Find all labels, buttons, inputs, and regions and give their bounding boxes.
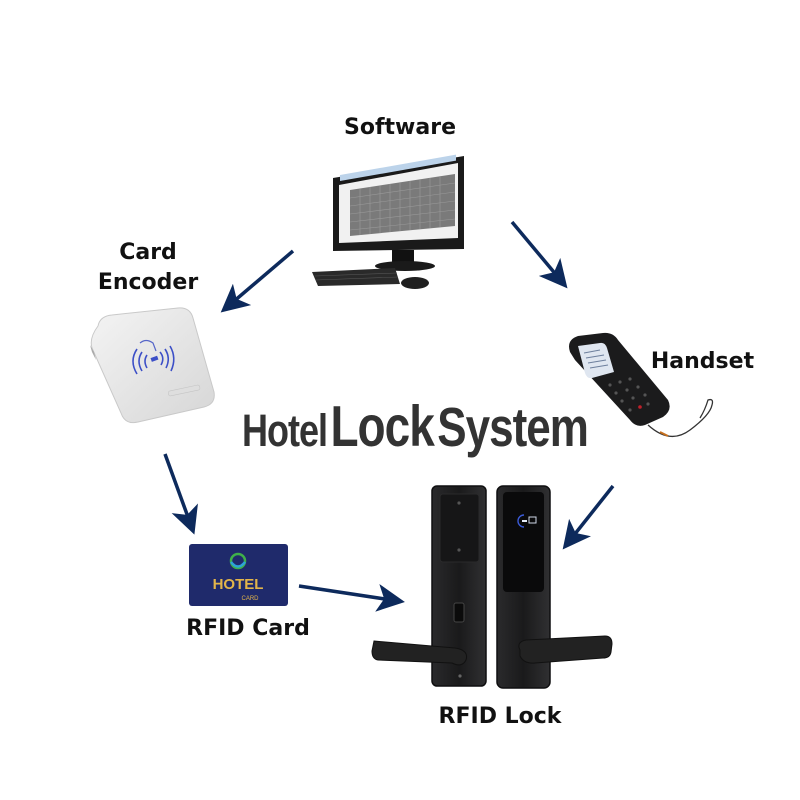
hotel-keycard-icon: HOTEL CARD [189,544,288,606]
arrow-software-to-encoder [220,249,295,313]
title-word-system: System [437,397,589,459]
arrow-handset-to-lock [562,484,615,550]
software-label: Software [344,115,456,140]
arrows [163,220,615,612]
desktop-computer-icon [312,154,464,289]
door-lock-icon [371,485,613,689]
arrow-software-to-handset [510,220,568,289]
card-encoder-label-line2: Encoder [97,270,199,295]
card-subtext: CARD [241,596,259,602]
card-encoder-label-line1: Card [119,240,177,265]
title-word-hotel: Hotel [242,404,328,456]
arrow-card-to-lock [298,584,405,612]
card-encoder-device-icon [90,307,215,424]
card-text: HOTEL [213,576,264,593]
diagram-title: Hotel Lock System [242,392,589,460]
title-word-lock: Lock [330,393,434,459]
handset-label: Handset [650,349,755,374]
arrow-encoder-to-card [163,453,198,535]
handheld-terminal-icon [569,332,714,437]
rfid-card-label: RFID Card [186,616,310,641]
rfid-lock-label: RFID Lock [438,704,562,729]
